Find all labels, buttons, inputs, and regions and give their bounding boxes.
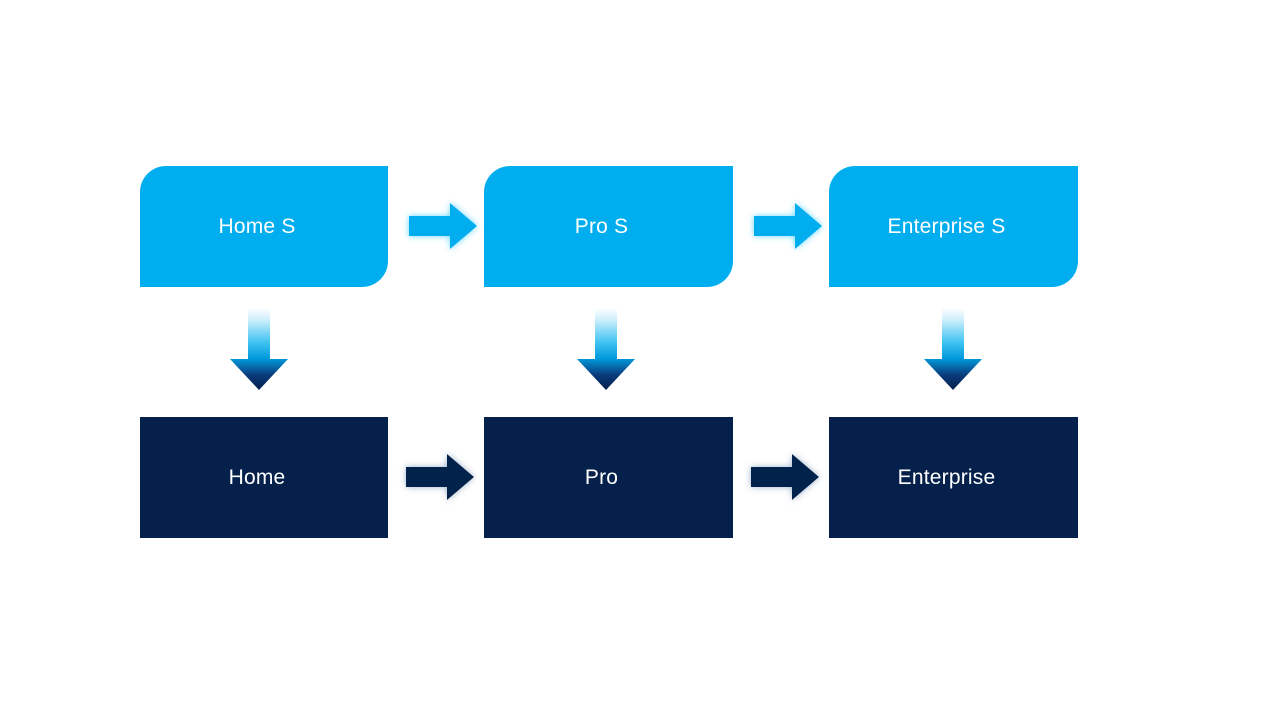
node-label: Home S bbox=[218, 214, 296, 238]
node-enterprise-s[interactable]: Enterprise S bbox=[829, 166, 1078, 287]
node-pro-s[interactable]: Pro S bbox=[484, 166, 733, 287]
node-label: Pro S bbox=[574, 214, 629, 238]
node-label: Pro bbox=[584, 465, 619, 489]
arrow-down-icon-home-s-to-home bbox=[228, 308, 290, 392]
node-label: Enterprise bbox=[897, 465, 996, 489]
node-label: Enterprise S bbox=[887, 214, 1006, 238]
arrow-right-icon-pro-s-to-enterprise-s bbox=[752, 200, 824, 252]
arrow-right-icon-home-to-pro bbox=[404, 451, 476, 503]
arrow-down-icon-pro-s-to-pro bbox=[575, 308, 637, 392]
node-pro[interactable]: Pro bbox=[484, 417, 733, 538]
arrow-down-icon-enterprise-s-to-enterprise bbox=[922, 308, 984, 392]
node-home[interactable]: Home bbox=[140, 417, 388, 538]
arrow-right-icon-home-s-to-pro-s bbox=[407, 200, 479, 252]
node-enterprise[interactable]: Enterprise bbox=[829, 417, 1078, 538]
node-home-s[interactable]: Home S bbox=[140, 166, 388, 287]
node-label: Home bbox=[228, 465, 286, 489]
arrow-right-icon-pro-to-enterprise bbox=[749, 451, 821, 503]
